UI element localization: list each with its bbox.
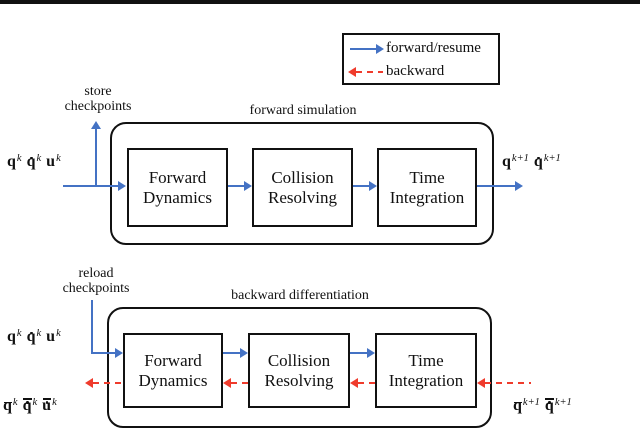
math-var: uk <box>46 328 61 345</box>
arrow-line <box>350 352 367 354</box>
box-label-line2: Integration <box>389 187 465 207</box>
forward-arrowhead-icon <box>376 44 384 54</box>
bottom-forward-dynamics-box: Forward Dynamics <box>123 333 223 408</box>
box-label-line1: Time <box>408 350 444 370</box>
bottom-time-integration-box: Time Integration <box>375 333 477 408</box>
backward-arrowhead-icon <box>348 67 356 77</box>
top-time-integration-box: Time Integration <box>377 148 477 227</box>
arrowhead-icon <box>369 181 377 191</box>
forward-arrow-line <box>350 48 376 50</box>
box-label-line1: Collision <box>267 350 331 370</box>
bottom-collision-resolving-box: Collision Resolving <box>248 333 350 408</box>
legend-backward-label: backward <box>386 63 445 79</box>
top-collision-resolving-box: Collision Resolving <box>252 148 353 227</box>
legend: forward/resume backward <box>342 33 500 85</box>
backward-arrow-line <box>356 71 383 73</box>
box-label-line2: Dynamics <box>138 370 208 390</box>
arrow-line <box>223 352 240 354</box>
backward-differentiation-title: backward differentiation <box>231 288 369 303</box>
arrowhead-icon <box>367 348 375 358</box>
backward-differentiation-container <box>107 307 492 428</box>
reload-note-line2: checkpoints <box>62 281 130 296</box>
top-rule <box>0 0 640 4</box>
arrow-line <box>231 382 248 384</box>
math-var: qk+1 <box>502 153 529 170</box>
math-var: qk <box>7 153 22 170</box>
math-var: qk <box>7 328 22 345</box>
store-note-line1: store <box>84 84 112 99</box>
store-note-line2: checkpoints <box>64 99 132 114</box>
arrowhead-icon <box>477 378 485 388</box>
arrowhead-icon <box>85 378 93 388</box>
arrow-line <box>91 352 115 354</box>
arrow-line <box>485 382 531 384</box>
arrowhead-icon <box>515 181 523 191</box>
arrowhead-icon <box>350 378 358 388</box>
forward-simulation-container <box>110 122 494 245</box>
arrow-line <box>63 185 118 187</box>
top-forward-dynamics-box: Forward Dynamics <box>127 148 228 227</box>
arrow-line <box>228 185 244 187</box>
box-label-line1: Forward <box>144 350 202 370</box>
forward-simulation-title: forward simulation <box>249 103 357 118</box>
arrowhead-icon <box>115 348 123 358</box>
arrow-line <box>358 382 375 384</box>
arrow-line <box>93 382 125 384</box>
arrowhead-icon <box>91 121 101 129</box>
arrow-line <box>477 185 515 187</box>
reload-checkpoints-note: reload checkpoints <box>38 266 154 296</box>
reload-note-line1: reload <box>78 266 114 281</box>
box-label-line2: Integration <box>388 370 464 390</box>
box-label-line2: Dynamics <box>143 187 212 207</box>
store-checkpoints-note: store checkpoints <box>40 84 156 114</box>
box-label-line1: Time <box>409 167 445 187</box>
arrowhead-icon <box>223 378 231 388</box>
arrow-line <box>95 128 97 186</box>
arrowhead-icon <box>244 181 252 191</box>
legend-forward-label: forward/resume <box>386 40 481 56</box>
math-var: uk <box>46 153 61 170</box>
box-label-line2: Resolving <box>264 370 334 390</box>
arrowhead-icon <box>118 181 126 191</box>
box-label-line1: Collision <box>271 167 334 187</box>
arrow-line <box>353 185 369 187</box>
arrowhead-icon <box>240 348 248 358</box>
box-label-line2: Resolving <box>268 187 337 207</box>
box-label-line1: Forward <box>148 167 207 187</box>
arrow-line <box>91 300 93 353</box>
